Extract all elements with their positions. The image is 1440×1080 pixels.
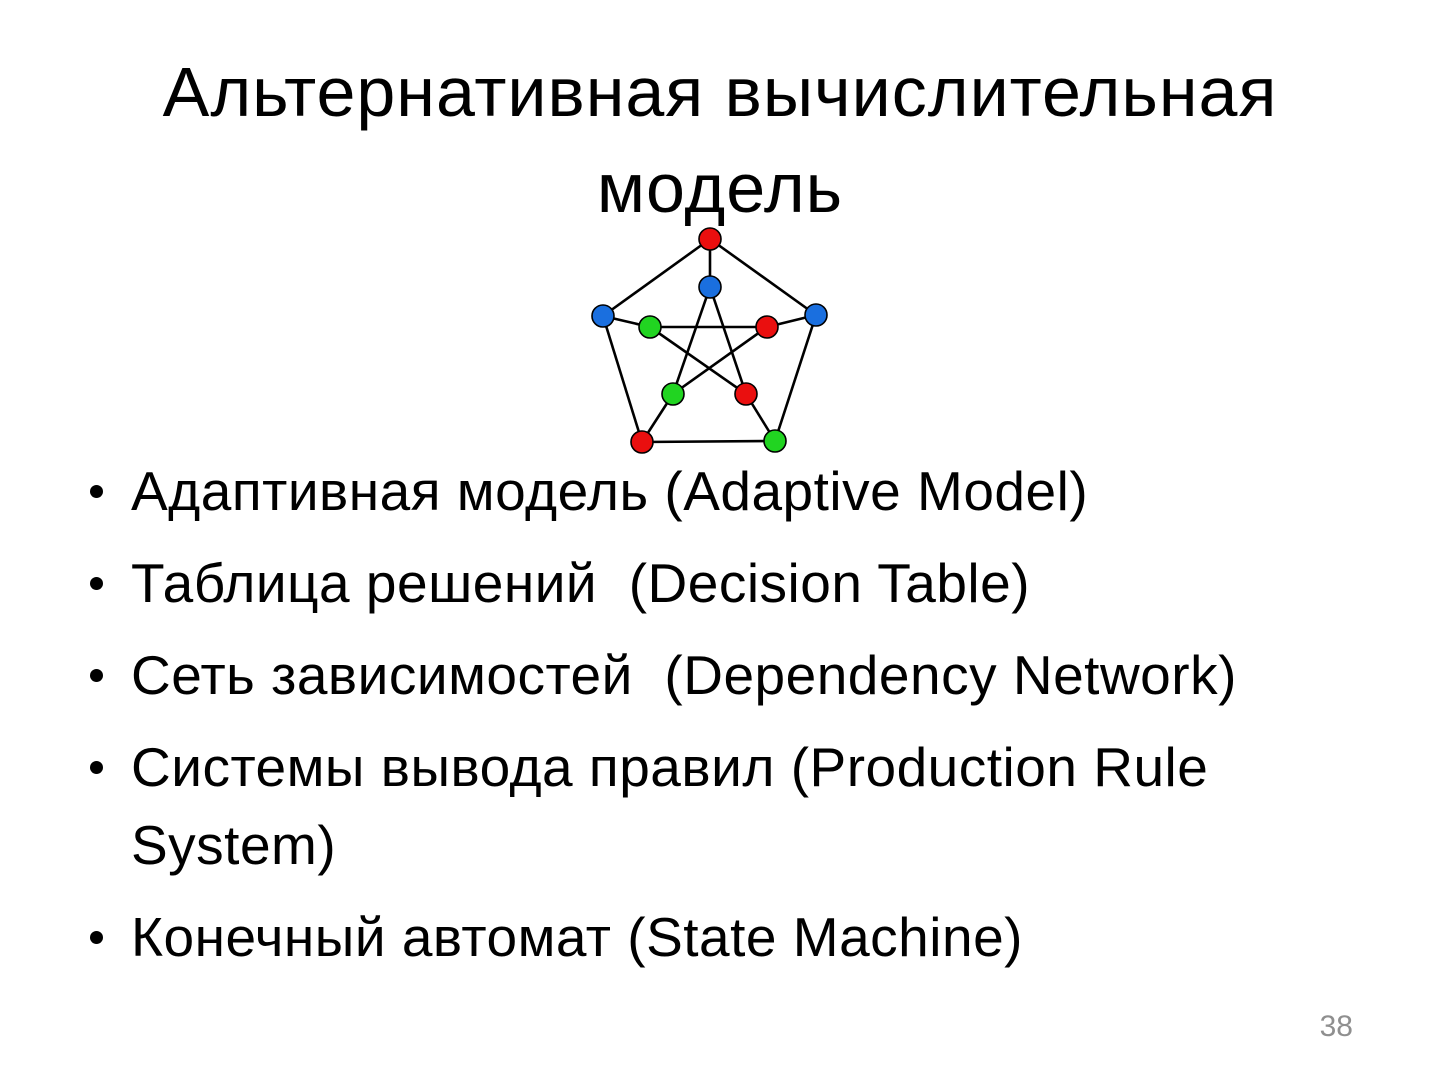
bullet-list: Адаптивная модель (Adaptive Model) Табли… xyxy=(88,452,1298,990)
graph-edge xyxy=(602,237,711,318)
graph-edge xyxy=(708,286,748,395)
graph-node-inner-top xyxy=(698,275,722,299)
graph-edge xyxy=(709,237,817,317)
graph-node-inner-left xyxy=(638,315,662,339)
graph-edge xyxy=(601,315,644,443)
graph-edge xyxy=(641,439,776,444)
page-number: 38 xyxy=(1319,1010,1353,1043)
graph-edge xyxy=(672,325,768,396)
bullet-dot-icon xyxy=(90,485,103,498)
graph-node-inner-bottom-left xyxy=(661,382,685,406)
graph-node-inner-right xyxy=(755,315,779,339)
list-item: Системы вывода правил (Production Rule S… xyxy=(88,728,1298,884)
graph-edge xyxy=(649,325,747,396)
bullet-dot-icon xyxy=(90,577,103,590)
graph-node-outer-bottom-left xyxy=(630,430,654,454)
graph-node-outer-bottom-right xyxy=(763,429,787,453)
bullet-text: Системы вывода правил (Production Rule S… xyxy=(131,736,1225,876)
graph-node-inner-bottom-right xyxy=(734,382,758,406)
graph-node-outer-left xyxy=(591,304,615,328)
slide-title: Альтернативная вычислительная модель xyxy=(162,53,1278,227)
bullet-text: Таблица решений (Decision Table) xyxy=(131,552,1031,614)
graph-edge xyxy=(773,314,818,442)
petersen-graph-diagram xyxy=(591,227,828,454)
list-item: Конечный автомат (State Machine) xyxy=(88,898,1298,976)
list-item: Таблица решений (Decision Table) xyxy=(88,544,1298,622)
list-item: Сеть зависимостей (Dependency Network) xyxy=(88,636,1298,714)
bullet-dot-icon xyxy=(90,669,103,682)
graph-node-outer-right xyxy=(804,303,828,327)
bullet-dot-icon xyxy=(90,761,103,774)
bullet-text: Адаптивная модель (Adaptive Model) xyxy=(131,460,1089,522)
graph-node-outer-top xyxy=(698,227,722,251)
bullet-dot-icon xyxy=(90,931,103,944)
bullet-text: Конечный автомат (State Machine) xyxy=(131,906,1023,968)
bullet-text: Сеть зависимостей (Dependency Network) xyxy=(131,644,1237,706)
list-item: Адаптивная модель (Adaptive Model) xyxy=(88,452,1298,530)
graph-edge xyxy=(671,286,712,395)
